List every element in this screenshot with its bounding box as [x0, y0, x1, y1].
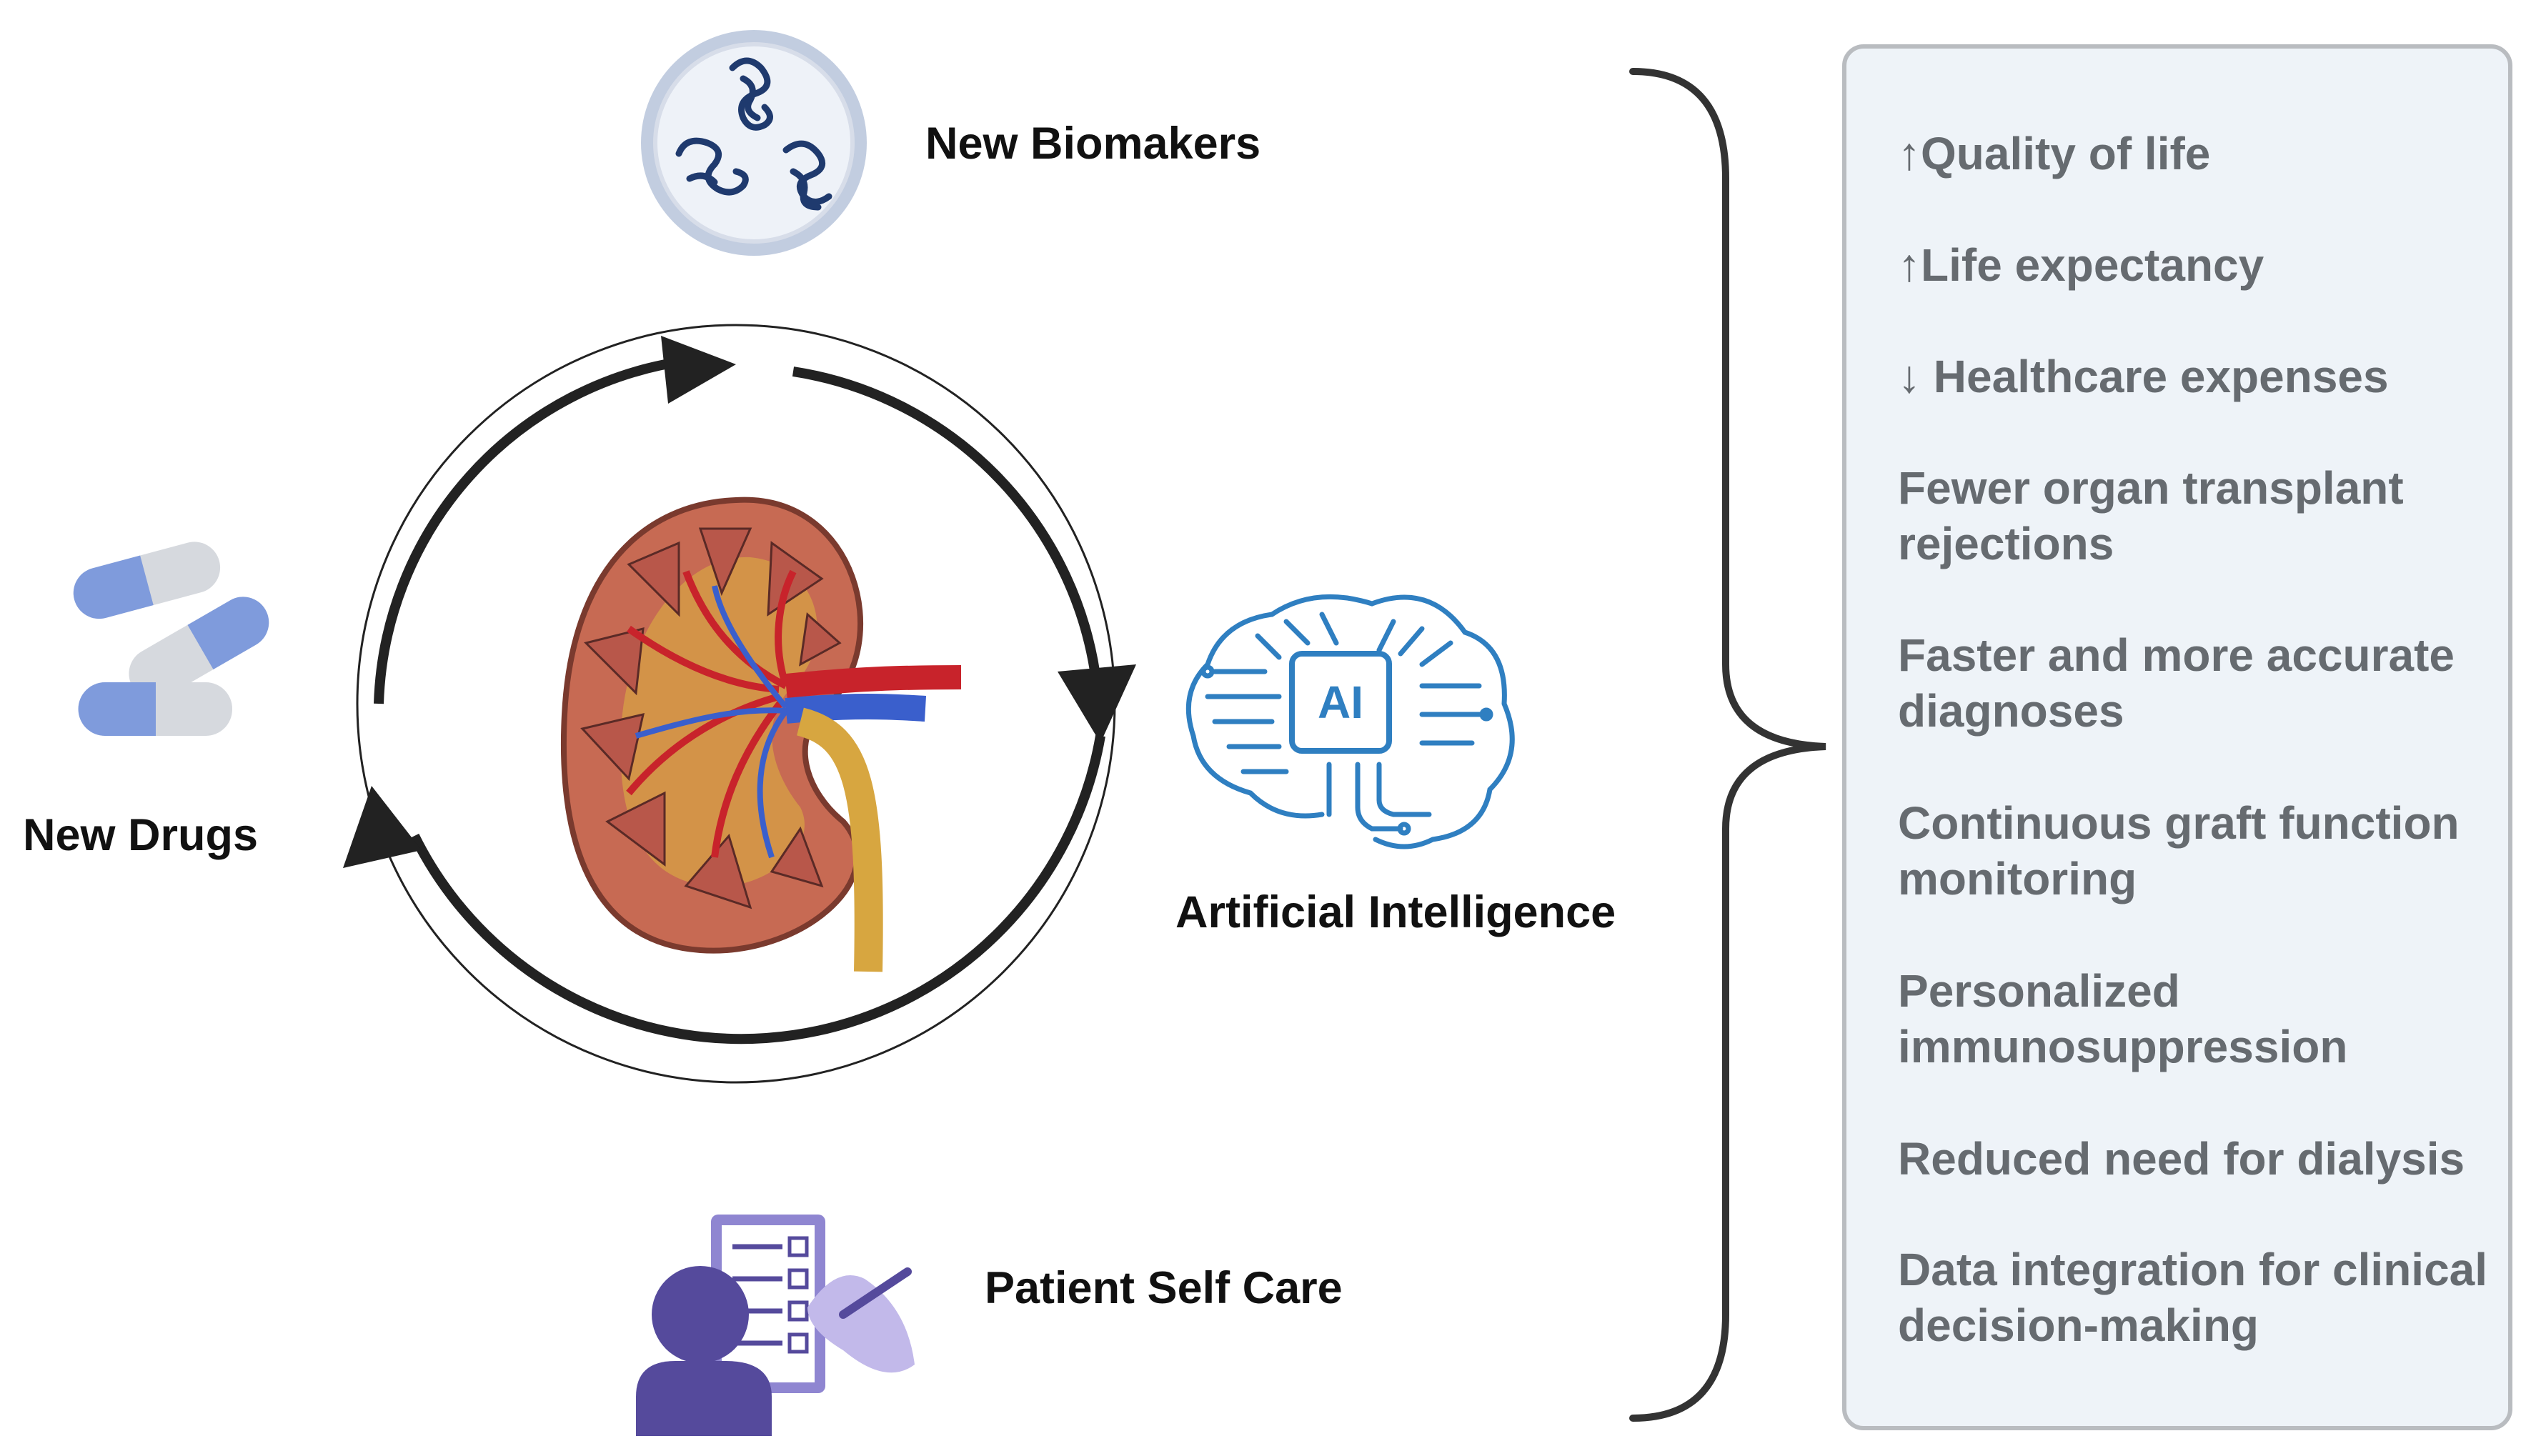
cycle-arc-top-left: [374, 356, 687, 704]
arrowhead-right: [1058, 664, 1136, 743]
label-artificial-intelligence: Artificial Intelligence: [1175, 887, 1616, 937]
label-new-biomarkers: New Biomakers: [925, 119, 1261, 169]
benefits-panel: ↑Quality of life ↑Life expectancy ↓ Heal…: [1842, 44, 2512, 1430]
label-new-drugs: New Drugs: [23, 810, 259, 860]
cycle-arc-bottom: [409, 734, 1105, 1044]
benefit-item: Fewer organ transplant rejections: [1898, 462, 2404, 569]
label-patient-self-care: Patient Self Care: [985, 1263, 1343, 1313]
arrowhead-left: [343, 786, 422, 868]
patient-checklist-icon: [636, 1215, 915, 1436]
ai-chip-label: AI: [1318, 677, 1363, 728]
arrowhead-top: [661, 336, 736, 404]
pills-icon: [73, 542, 269, 736]
benefit-item: Reduced need for dialysis: [1898, 1133, 2465, 1185]
kidney-icon: [561, 497, 962, 972]
cycle-arc-top-right: [792, 367, 1102, 687]
benefit-item: ↑Quality of life: [1898, 128, 2211, 179]
benefit-item: Faster and more accurate diagnoses: [1898, 629, 2455, 737]
benefit-item: ↑Life expectancy: [1898, 239, 2264, 291]
ai-brain-icon: [1185, 594, 1515, 849]
ai-chip: [1289, 651, 1392, 754]
benefit-item: ↓ Healthcare expenses: [1898, 351, 2389, 402]
benefit-item: Data integration for clinical decision-m…: [1898, 1244, 2488, 1351]
curly-brace: [1629, 68, 1826, 1422]
benefit-item: Personalized immunosuppression: [1898, 965, 2348, 1072]
petri-dish-icon: [641, 30, 867, 256]
cycle-ring: [343, 324, 1136, 1084]
benefit-item: Continuous graft function monitoring: [1898, 797, 2460, 904]
